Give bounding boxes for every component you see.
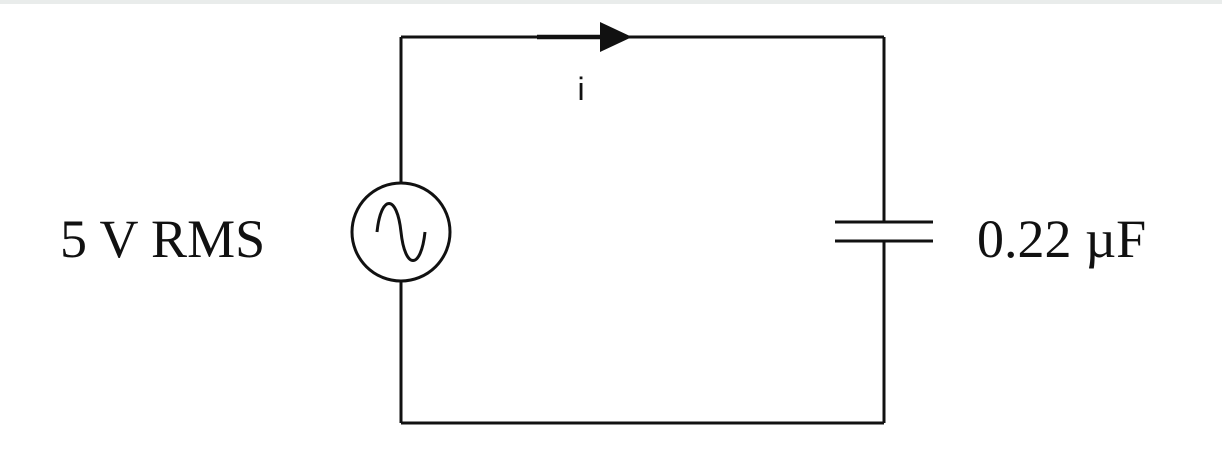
circuit-wires xyxy=(399,35,886,425)
top-strip xyxy=(0,0,1222,4)
sine-wave-icon xyxy=(375,202,427,262)
capacitor-icon xyxy=(835,220,933,243)
current-label: i xyxy=(577,71,584,107)
current-arrow-head xyxy=(600,22,632,52)
arrow-right-icon xyxy=(537,22,632,52)
source-label: 5 V RMS xyxy=(60,209,265,269)
ac-source-icon xyxy=(350,181,452,283)
capacitor-label: 0.22 µF xyxy=(977,209,1146,269)
